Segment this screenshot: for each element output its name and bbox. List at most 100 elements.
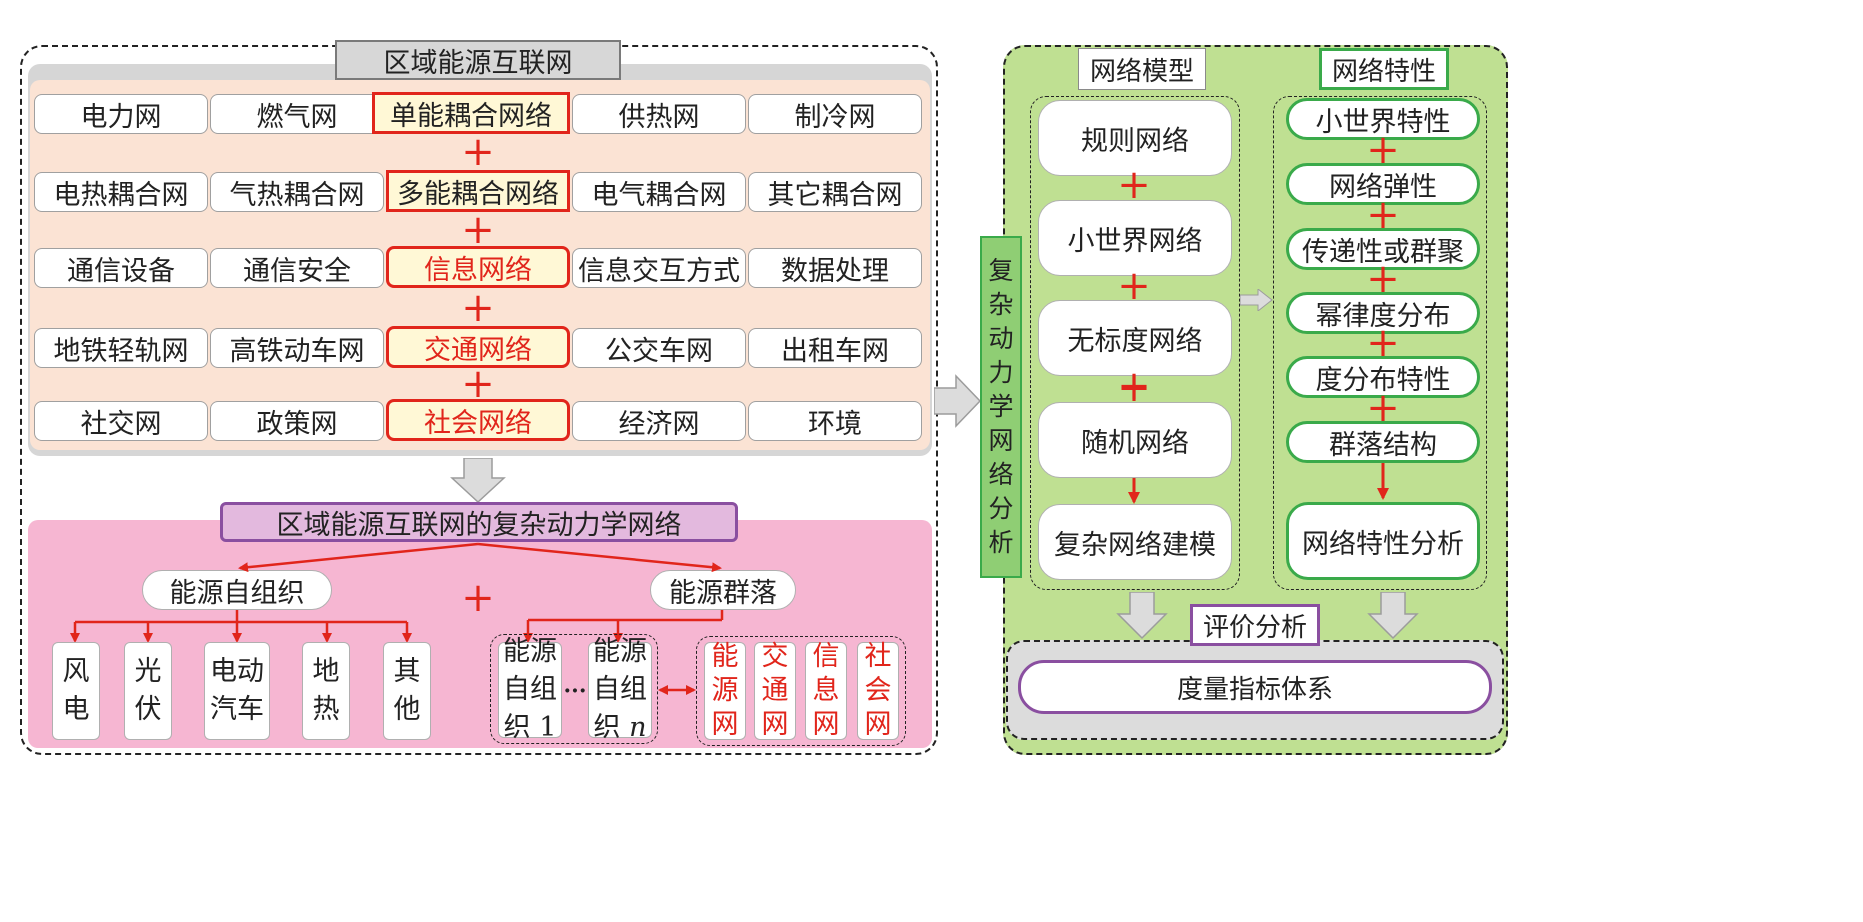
feature-plus-2: +: [1366, 256, 1400, 302]
grid-cell-r3-c0: 地铁轻轨网: [34, 328, 208, 368]
grid-cell-r4-c4: 环境: [748, 401, 922, 441]
vertical-char-8: 析: [988, 528, 1014, 557]
net-type-3: 社会网: [857, 641, 899, 740]
right-arrow-main: [934, 374, 982, 428]
unitn-line2: 自组: [593, 674, 647, 705]
model-column: [1030, 96, 1240, 590]
model-plus-3: +: [1117, 365, 1151, 411]
source-3-line-0: 地: [312, 656, 340, 687]
source-4-line-0: 其: [393, 656, 421, 687]
net-type-2-char-2: 网: [812, 709, 840, 740]
feature-4: 度分布特性: [1286, 356, 1480, 398]
vertical-char-2: 动: [988, 324, 1014, 353]
model-2: 无标度网络: [1038, 300, 1232, 376]
source-4: 其他: [383, 642, 431, 740]
model-4: 复杂网络建模: [1038, 504, 1232, 580]
feature-header: 网络特性: [1319, 48, 1449, 90]
unitn-line3: 织 n: [593, 712, 647, 743]
net-type-2: 信息网: [805, 641, 847, 740]
net-type-0-char-0: 能: [711, 641, 739, 672]
grid-cell-r4-c1: 政策网: [210, 401, 384, 441]
left-title-text: 区域能源互联网: [383, 47, 573, 79]
vertical-char-5: 网: [988, 426, 1014, 455]
model-plus-1: +: [1117, 263, 1151, 309]
down-arrow-model: [1116, 592, 1168, 640]
unitn-line1: 能源: [593, 636, 647, 667]
feature-analysis-box: 网络特性分析: [1286, 502, 1480, 580]
net-type-0: 能源网: [704, 641, 746, 740]
model-plus-0: +: [1117, 162, 1151, 208]
complex-analysis-label: 复杂动力学网络分析: [980, 236, 1022, 578]
feature-plus-0: +: [1366, 127, 1400, 173]
feature-5: 群落结构: [1286, 421, 1480, 463]
complex-title: 区域能源互联网的复杂动力学网络: [220, 502, 738, 542]
grid-cell-r0-c2: 单能耦合网络: [372, 92, 570, 134]
community-box: 能源群落: [650, 570, 796, 610]
unit1-line2: 自组: [503, 674, 557, 705]
grid-plus-3: +: [461, 361, 495, 407]
grid-cell-r1-c1: 气热耦合网: [210, 172, 384, 212]
grid-cell-r0-c3: 供热网: [572, 94, 746, 134]
metric-text: 度量指标体系: [1176, 674, 1333, 705]
model-to-feature-arrow: [1240, 289, 1273, 311]
source-1-line-0: 光: [134, 656, 162, 687]
feature-analysis-text: 网络特性分析: [1302, 528, 1464, 560]
model-1: 小世界网络: [1038, 200, 1232, 276]
feature-2: 传递性或群聚: [1286, 228, 1480, 270]
metric-box: 度量指标体系: [1018, 660, 1492, 714]
feature-0: 小世界特性: [1286, 98, 1480, 140]
source-3-line-1: 热: [312, 694, 340, 725]
net-type-1-char-1: 通: [761, 675, 789, 706]
unit1-line1: 能源: [503, 636, 557, 667]
net-type-1-char-2: 网: [761, 709, 789, 740]
vertical-char-4: 学: [988, 392, 1014, 421]
source-1-line-1: 伏: [134, 694, 162, 725]
vertical-char-0: 复: [988, 256, 1014, 285]
complex-title-text: 区域能源互联网的复杂动力学网络: [276, 509, 682, 541]
model-0: 规则网络: [1038, 100, 1232, 176]
grid-cell-r1-c3: 电气耦合网: [572, 172, 746, 212]
model-header: 网络模型: [1078, 48, 1206, 90]
vertical-char-6: 络: [988, 460, 1014, 489]
grid-cell-r2-c0: 通信设备: [34, 248, 208, 288]
grid-cell-r0-c4: 制冷网: [748, 94, 922, 134]
net-type-3-char-1: 会: [864, 675, 892, 706]
feature-header-text: 网络特性: [1331, 56, 1436, 87]
grid-cell-r2-c4: 数据处理: [748, 248, 922, 288]
source-2: 电动汽车: [204, 642, 270, 740]
net-type-3-char-2: 网: [864, 709, 892, 740]
grid-cell-r4-c2: 社会网络: [386, 399, 570, 441]
feature-3: 幂律度分布: [1286, 292, 1480, 334]
network-types-group: [696, 636, 906, 746]
source-3: 地热: [302, 642, 350, 740]
feature-plus-3: +: [1366, 320, 1400, 366]
grid-cell-r3-c4: 出租车网: [748, 328, 922, 368]
grid-cell-r1-c2: 多能耦合网络: [386, 170, 570, 212]
grid-cell-r3-c2: 交通网络: [386, 326, 570, 368]
source-4-line-1: 他: [393, 694, 421, 725]
grid-cell-r4-c0: 社交网: [34, 401, 208, 441]
source-0-line-0: 风: [62, 656, 90, 687]
grid-cell-r3-c1: 高铁动车网: [210, 328, 384, 368]
source-2-line-1: 汽车: [210, 694, 264, 725]
model-plus-2: +: [1117, 363, 1151, 409]
grid-plus-1: +: [461, 207, 495, 253]
grid-cell-r2-c3: 信息交互方式: [572, 248, 746, 288]
left-title: 区域能源互联网: [335, 40, 621, 80]
units-ellipsis: ···: [563, 678, 587, 704]
feature-plus-4: +: [1366, 385, 1400, 431]
community-text: 能源群落: [669, 577, 777, 609]
grid-cell-r2-c2: 信息网络: [386, 246, 570, 288]
eval-title: 评价分析: [1190, 604, 1320, 646]
model-header-text: 网络模型: [1089, 56, 1194, 87]
down-arrow-feature: [1367, 592, 1419, 640]
net-type-1: 交通网: [754, 641, 796, 740]
net-type-0-char-1: 源: [711, 675, 739, 706]
grid-cell-r2-c1: 通信安全: [210, 248, 384, 288]
net-type-1-char-0: 交: [761, 641, 789, 672]
source-2-line-0: 电动: [210, 656, 264, 687]
self-org-text: 能源自组织: [169, 577, 305, 609]
feature-column: [1273, 96, 1487, 590]
